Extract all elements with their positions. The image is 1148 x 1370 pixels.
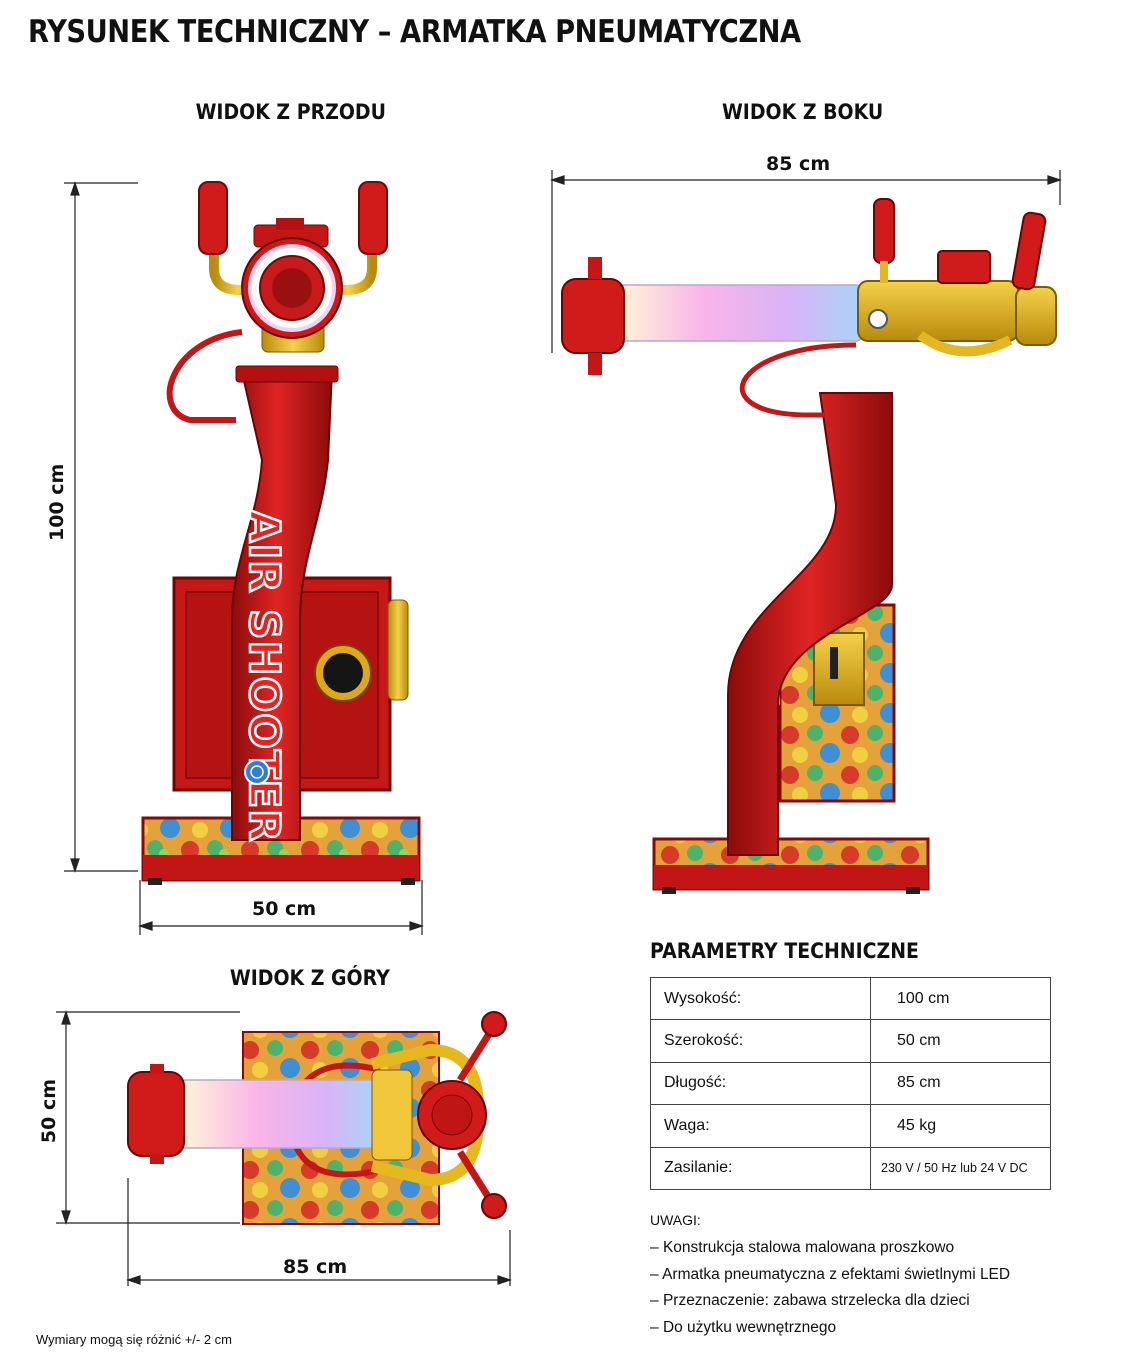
param-key: Szerokość: bbox=[650, 1019, 871, 1063]
table-row: Wysokość:100 cm bbox=[650, 976, 1051, 1021]
side-length-dimension bbox=[550, 170, 1062, 353]
side-hose bbox=[739, 342, 857, 418]
top-width-dimension bbox=[56, 1010, 240, 1225]
list-item: Przeznaczenie: zabawa strzelecka dla dzi… bbox=[650, 1292, 1010, 1319]
notes-title: UWAGI: bbox=[650, 1212, 701, 1228]
front-logo-text: AIR SHOOTER bbox=[240, 510, 289, 843]
page-title: RYSUNEK TECHNICZNY – ARMATKA PNEUMATYCZN… bbox=[28, 14, 801, 50]
table-row: Długość:85 cm bbox=[650, 1061, 1051, 1106]
param-value: 85 cm bbox=[870, 1061, 1051, 1106]
top-brass-frame bbox=[370, 1043, 487, 1187]
top-led-barrel bbox=[127, 1064, 377, 1164]
params-title: PARAMETRY TECHNICZNE bbox=[650, 939, 919, 963]
front-handles bbox=[198, 181, 388, 295]
top-width-label: 50 cm bbox=[38, 1078, 60, 1144]
front-height-dimension bbox=[64, 181, 138, 873]
param-value: 230 V / 50 Hz lub 24 V DC bbox=[870, 1146, 1051, 1190]
table-row: Szerokość:50 cm bbox=[650, 1019, 1051, 1063]
side-led-barrel bbox=[561, 257, 863, 375]
params-table: Wysokość:100 cm Szerokość:50 cm Długość:… bbox=[650, 976, 1051, 1190]
side-brass-body bbox=[857, 250, 1057, 357]
side-view-label: WIDOK Z BOKU bbox=[721, 100, 884, 124]
front-view-drawing: AIR SHOOTER bbox=[64, 181, 424, 935]
front-barrel bbox=[241, 218, 343, 353]
param-key: Długość: bbox=[650, 1061, 871, 1106]
side-handles bbox=[873, 198, 1047, 291]
notes-list: Konstrukcja stalowa malowana proszkowo A… bbox=[650, 1239, 1010, 1346]
param-value: 50 cm bbox=[870, 1019, 1051, 1063]
list-item: Do użytku wewnętrznego bbox=[650, 1319, 1010, 1346]
side-view-drawing bbox=[550, 170, 1062, 894]
side-length-label: 85 cm bbox=[766, 153, 831, 175]
table-row: Waga:45 kg bbox=[650, 1104, 1051, 1148]
front-width-dimension bbox=[138, 880, 424, 935]
front-hose bbox=[166, 329, 243, 423]
front-height-label: 100 cm bbox=[46, 463, 68, 541]
top-length-label: 85 cm bbox=[283, 1256, 348, 1278]
param-key: Waga: bbox=[650, 1104, 871, 1148]
param-value: 45 kg bbox=[870, 1104, 1051, 1148]
top-view-drawing bbox=[56, 1010, 512, 1286]
list-item: Armatka pneumatyczna z efektami świetlny… bbox=[650, 1266, 1010, 1293]
front-target-icon bbox=[244, 759, 270, 785]
top-view-label: WIDOK Z GÓRY bbox=[229, 966, 390, 990]
front-width-label: 50 cm bbox=[252, 898, 317, 920]
top-length-dimension bbox=[126, 1178, 512, 1286]
param-key: Zasilanie: bbox=[650, 1146, 871, 1190]
front-view-label: WIDOK Z PRZODU bbox=[195, 100, 386, 124]
footnote: Wymiary mogą się różnić +/- 2 cm bbox=[36, 1332, 233, 1347]
param-key: Wysokość: bbox=[650, 976, 871, 1021]
front-pole bbox=[231, 371, 334, 841]
list-item: Konstrukcja stalowa malowana proszkowo bbox=[650, 1239, 1010, 1266]
side-pole bbox=[727, 392, 893, 856]
table-row: Zasilanie:230 V / 50 Hz lub 24 V DC bbox=[650, 1146, 1051, 1190]
param-value: 100 cm bbox=[870, 976, 1051, 1021]
